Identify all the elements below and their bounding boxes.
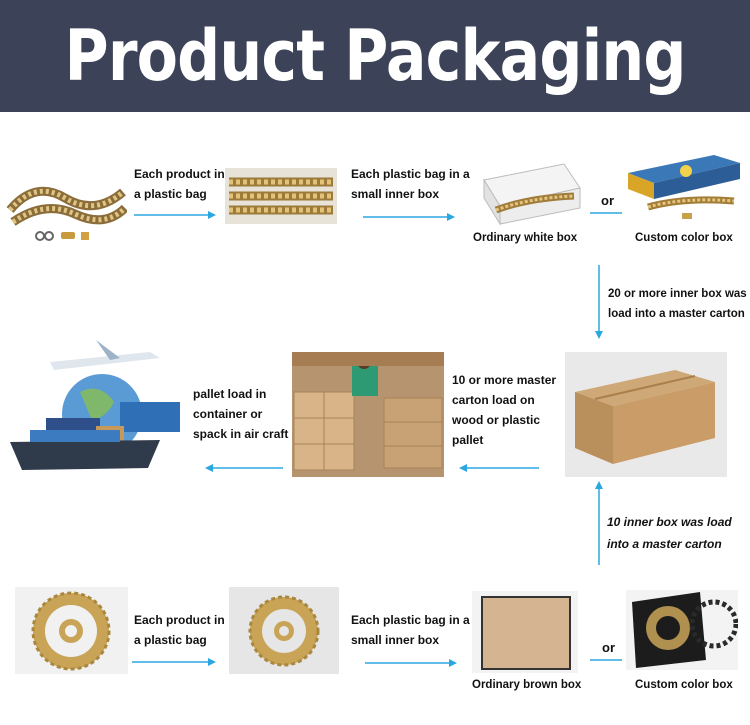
arrow-down-icon (593, 265, 605, 339)
sprocket-bag-image (229, 587, 339, 674)
white-box-image (478, 158, 583, 228)
chain-step1-label: Each product in a plastic bag (134, 167, 225, 201)
arrow-up-icon (593, 481, 605, 565)
chain-bag-image (225, 168, 337, 224)
arrow-right-icon (365, 657, 457, 669)
header-banner: Product Packaging (0, 0, 750, 112)
arrow-left-icon (459, 462, 539, 474)
master-carton-bottom-note: 10 inner box was load into a master cart… (607, 515, 732, 551)
master-carton-image (565, 352, 727, 477)
sprocket-step2-label: Each plastic bag in a small inner box (351, 613, 470, 647)
master-carton-top-note: 20 or more inner box was load into a mas… (608, 288, 747, 320)
shipping-note: pallet load in container or spack in air… (193, 387, 289, 441)
or-label: or (601, 193, 614, 208)
color-box-caption: Custom color box (635, 232, 733, 244)
arrow-left-icon (205, 462, 283, 474)
chain-image (5, 170, 127, 248)
arrow-left-icon (590, 654, 622, 666)
shipping-image (10, 322, 188, 480)
sprocket-image (15, 587, 128, 674)
arrow-right-icon (132, 656, 216, 668)
color-box-sprocket-image (626, 590, 738, 670)
or-label: or (602, 640, 615, 655)
arrow-right-icon (134, 209, 216, 221)
warehouse-pallet-image (292, 352, 444, 477)
arrow-left-icon (590, 207, 622, 219)
pallet-note: 10 or more master carton load on wood or… (452, 373, 557, 447)
color-box-image (624, 153, 742, 225)
brown-box-image (472, 591, 578, 673)
white-box-caption: Ordinary white box (473, 232, 578, 244)
color-box-caption: Custom color box (635, 679, 733, 691)
page-title: Product Packaging (64, 15, 686, 97)
sprocket-step1-label: Each product in a plastic bag (134, 613, 225, 647)
brown-box-caption: Ordinary brown box (472, 679, 582, 691)
chain-step2-label: Each plastic bag in a small inner box (351, 167, 470, 201)
arrow-right-icon (363, 211, 455, 223)
